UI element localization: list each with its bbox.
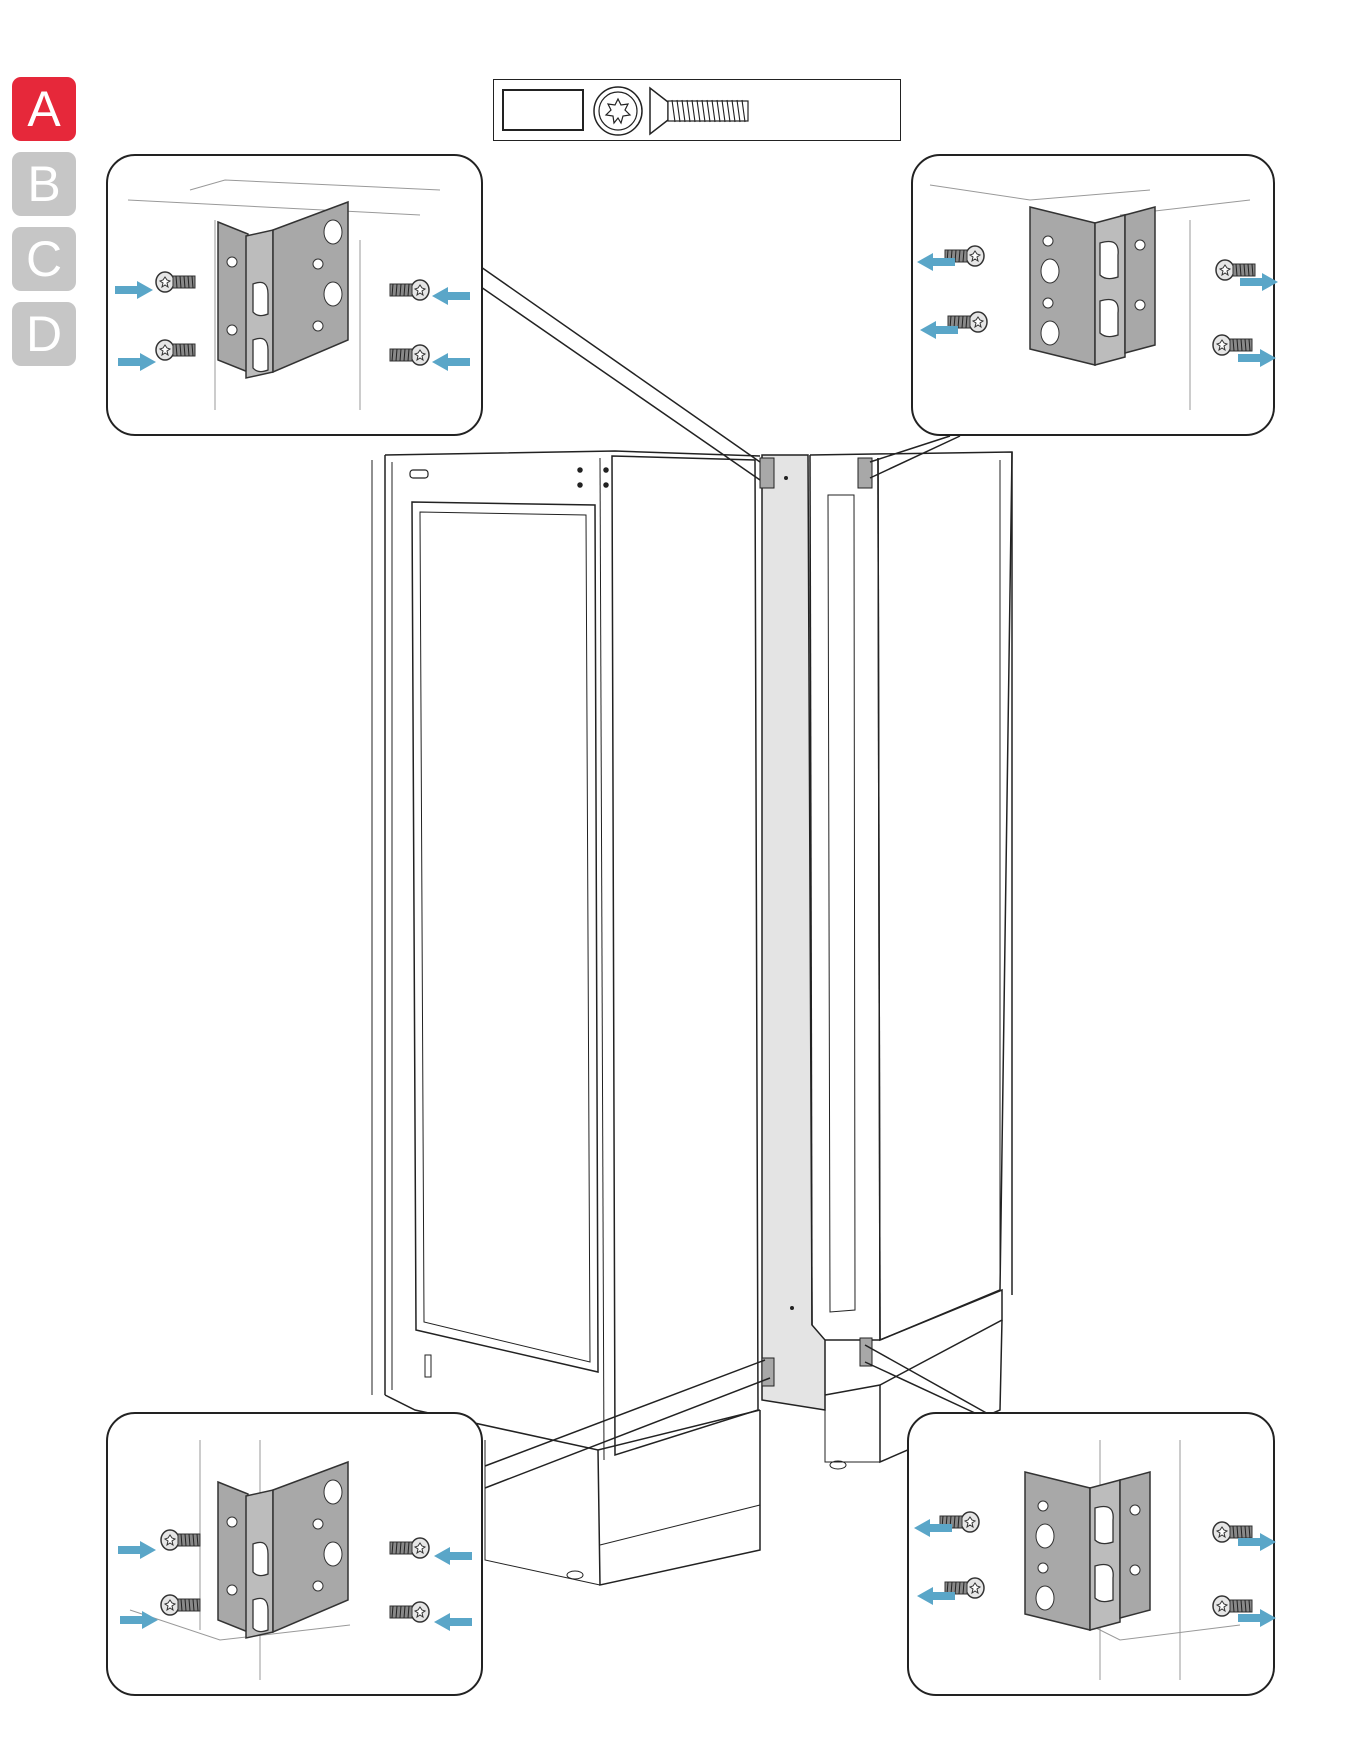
top-right-hinge-detail xyxy=(912,155,1278,435)
filler-panel xyxy=(762,455,825,1410)
bottom-left-hinge-detail xyxy=(107,1413,482,1695)
top-left-hinge-detail xyxy=(107,155,482,435)
cabinet-right xyxy=(810,452,1012,1469)
bottom-right-hinge-detail xyxy=(908,1413,1276,1695)
